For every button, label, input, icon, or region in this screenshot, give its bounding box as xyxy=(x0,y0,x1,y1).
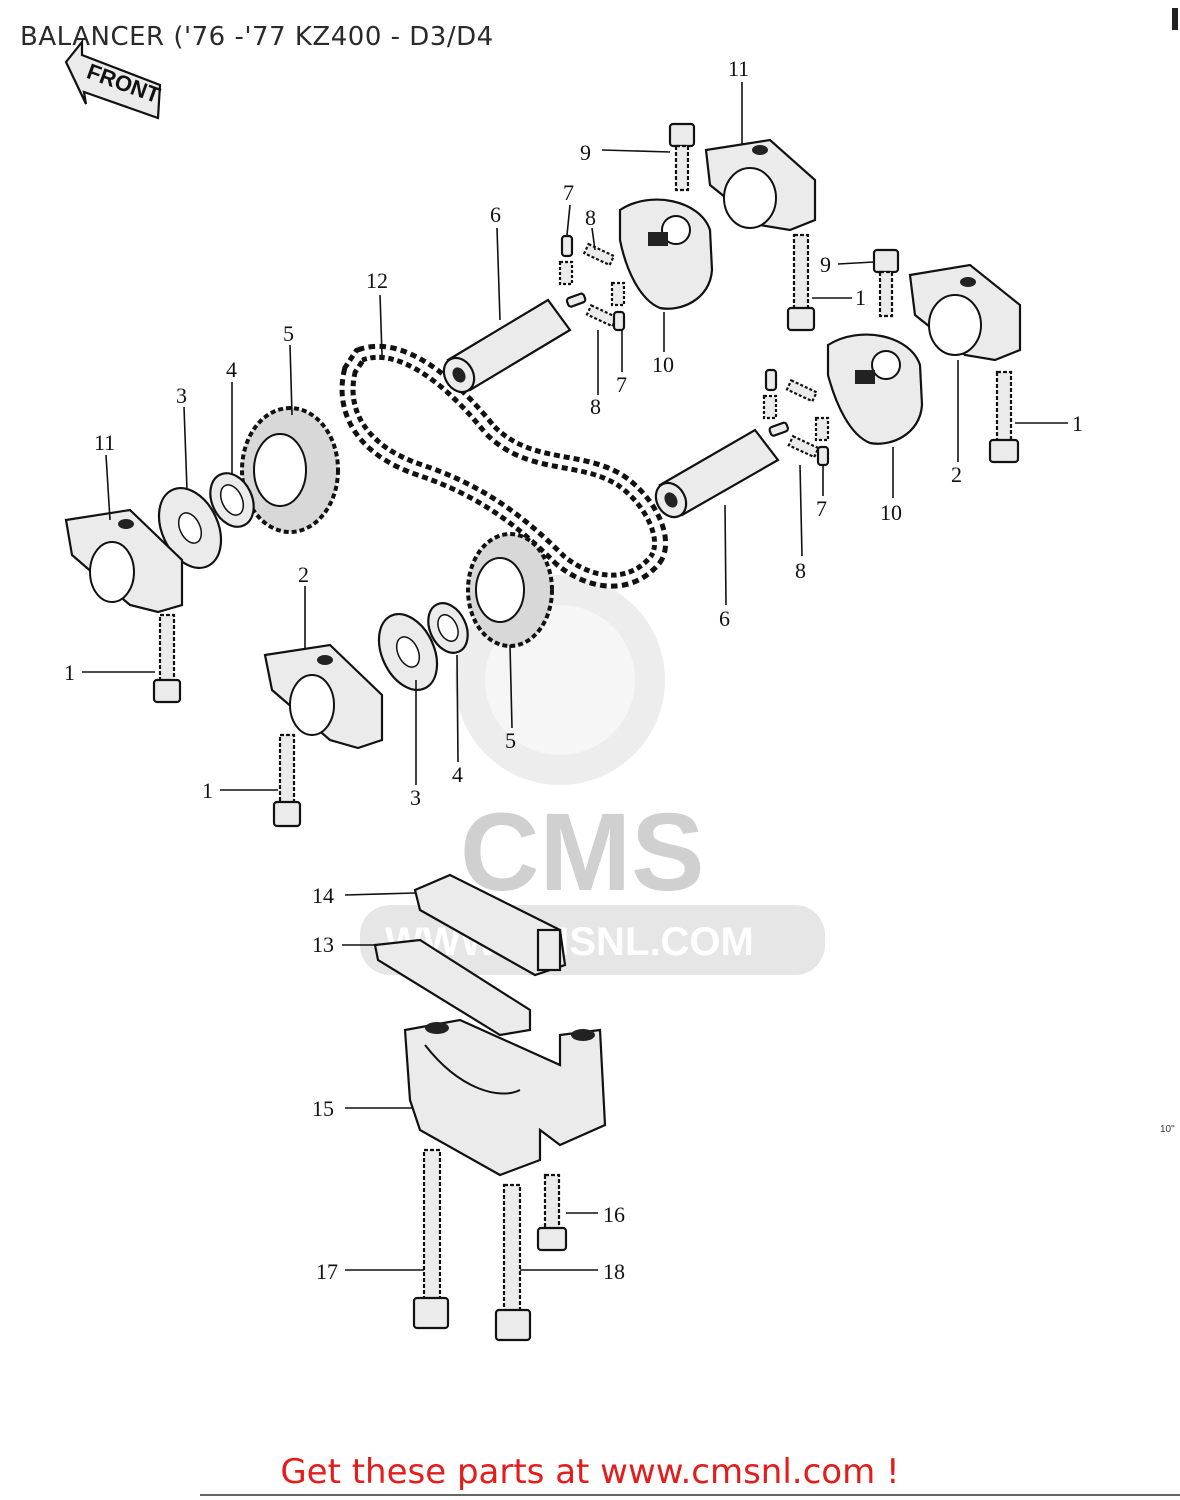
front-arrow: FRONT xyxy=(64,38,164,120)
guide-holder xyxy=(403,1018,607,1177)
callout-2-right: 2 xyxy=(951,462,962,487)
bolt-1-left-upper xyxy=(152,613,182,704)
callout-10-bottom: 10 xyxy=(880,500,902,525)
callout-12: 12 xyxy=(366,268,388,293)
callout-1-right: 1 xyxy=(1072,411,1083,436)
footer-link[interactable]: Get these parts at www.cmsnl.com ! xyxy=(280,1452,900,1492)
callout-4-bottom: 4 xyxy=(452,762,463,787)
callout-6-top: 6 xyxy=(490,202,501,227)
diagram-title: BALANCER ('76 -'77 KZ400 - D3/D4 xyxy=(20,22,494,52)
bolt-18 xyxy=(494,1183,532,1342)
holder-mid-right xyxy=(908,263,1022,362)
bolt-9-mid xyxy=(872,248,900,318)
callout-8-mid: 8 xyxy=(590,394,601,419)
watermark-brand: CMS xyxy=(460,791,704,914)
callout-2-left: 2 xyxy=(298,562,309,587)
bolt-1-left-lower xyxy=(272,733,302,828)
holder-top-right xyxy=(704,138,817,232)
callout-9-top: 9 xyxy=(580,140,591,165)
callout-8-bottom: 8 xyxy=(795,558,806,583)
callout-5-top: 5 xyxy=(283,321,294,346)
callout-1-left-upper: 1 xyxy=(64,660,75,685)
leader-lines xyxy=(82,82,1068,1271)
callout-13: 13 xyxy=(312,932,334,957)
callout-7-bottom: 7 xyxy=(816,496,827,521)
callout-11-top: 11 xyxy=(728,56,749,81)
side-code: 10" xyxy=(1160,1124,1175,1135)
holder-left-lower xyxy=(263,643,384,750)
spring-pin-group-lower xyxy=(762,368,830,467)
holder-left-upper xyxy=(64,508,184,614)
balancer-weight-upper xyxy=(618,198,714,310)
callout-14: 14 xyxy=(312,883,334,908)
callout-4-top: 4 xyxy=(226,357,237,382)
callout-17: 17 xyxy=(316,1259,338,1284)
callout-labels: 11 9 7 8 6 12 5 4 3 11 1 2 1 3 4 5 10 8 … xyxy=(64,56,1083,1284)
corner-mark xyxy=(1172,8,1178,30)
sprocket-lower xyxy=(466,532,554,648)
callout-6-bottom: 6 xyxy=(719,606,730,631)
shaft-upper xyxy=(442,298,572,394)
bolt-1-right xyxy=(988,370,1020,464)
callout-1-upper-right: 1 xyxy=(855,285,866,310)
washer-lower xyxy=(377,613,439,691)
collar-upper xyxy=(209,472,255,528)
callout-18: 18 xyxy=(603,1259,625,1284)
balancer-chain xyxy=(339,343,668,589)
bolt-9-top xyxy=(668,122,696,192)
rubber-damper xyxy=(373,938,532,1037)
callout-16: 16 xyxy=(603,1202,625,1227)
collar-lower xyxy=(427,602,469,654)
bolt-17 xyxy=(412,1148,450,1330)
callout-3-top: 3 xyxy=(176,383,187,408)
callout-3-bottom: 3 xyxy=(410,785,421,810)
callout-1-left-lower: 1 xyxy=(202,778,213,803)
callout-11-left: 11 xyxy=(94,430,115,455)
callout-10-top: 10 xyxy=(652,352,674,377)
washer-upper xyxy=(157,487,223,569)
callout-8-top: 8 xyxy=(585,205,596,230)
spring-pin-group-upper xyxy=(558,234,626,332)
chain-guide xyxy=(413,873,567,977)
callout-9-mid: 9 xyxy=(820,252,831,277)
bolt-16 xyxy=(536,1173,568,1252)
callout-15: 15 xyxy=(312,1096,334,1121)
bolt-1-upper-right xyxy=(786,233,816,332)
balancer-weight-lower xyxy=(826,333,924,445)
shaft-lower xyxy=(654,428,780,519)
callout-7-mid: 7 xyxy=(616,372,627,397)
footer-rule xyxy=(200,1494,1180,1496)
callout-7-top: 7 xyxy=(563,180,574,205)
sprocket-upper xyxy=(240,406,340,534)
callout-5-bottom: 5 xyxy=(505,728,516,753)
